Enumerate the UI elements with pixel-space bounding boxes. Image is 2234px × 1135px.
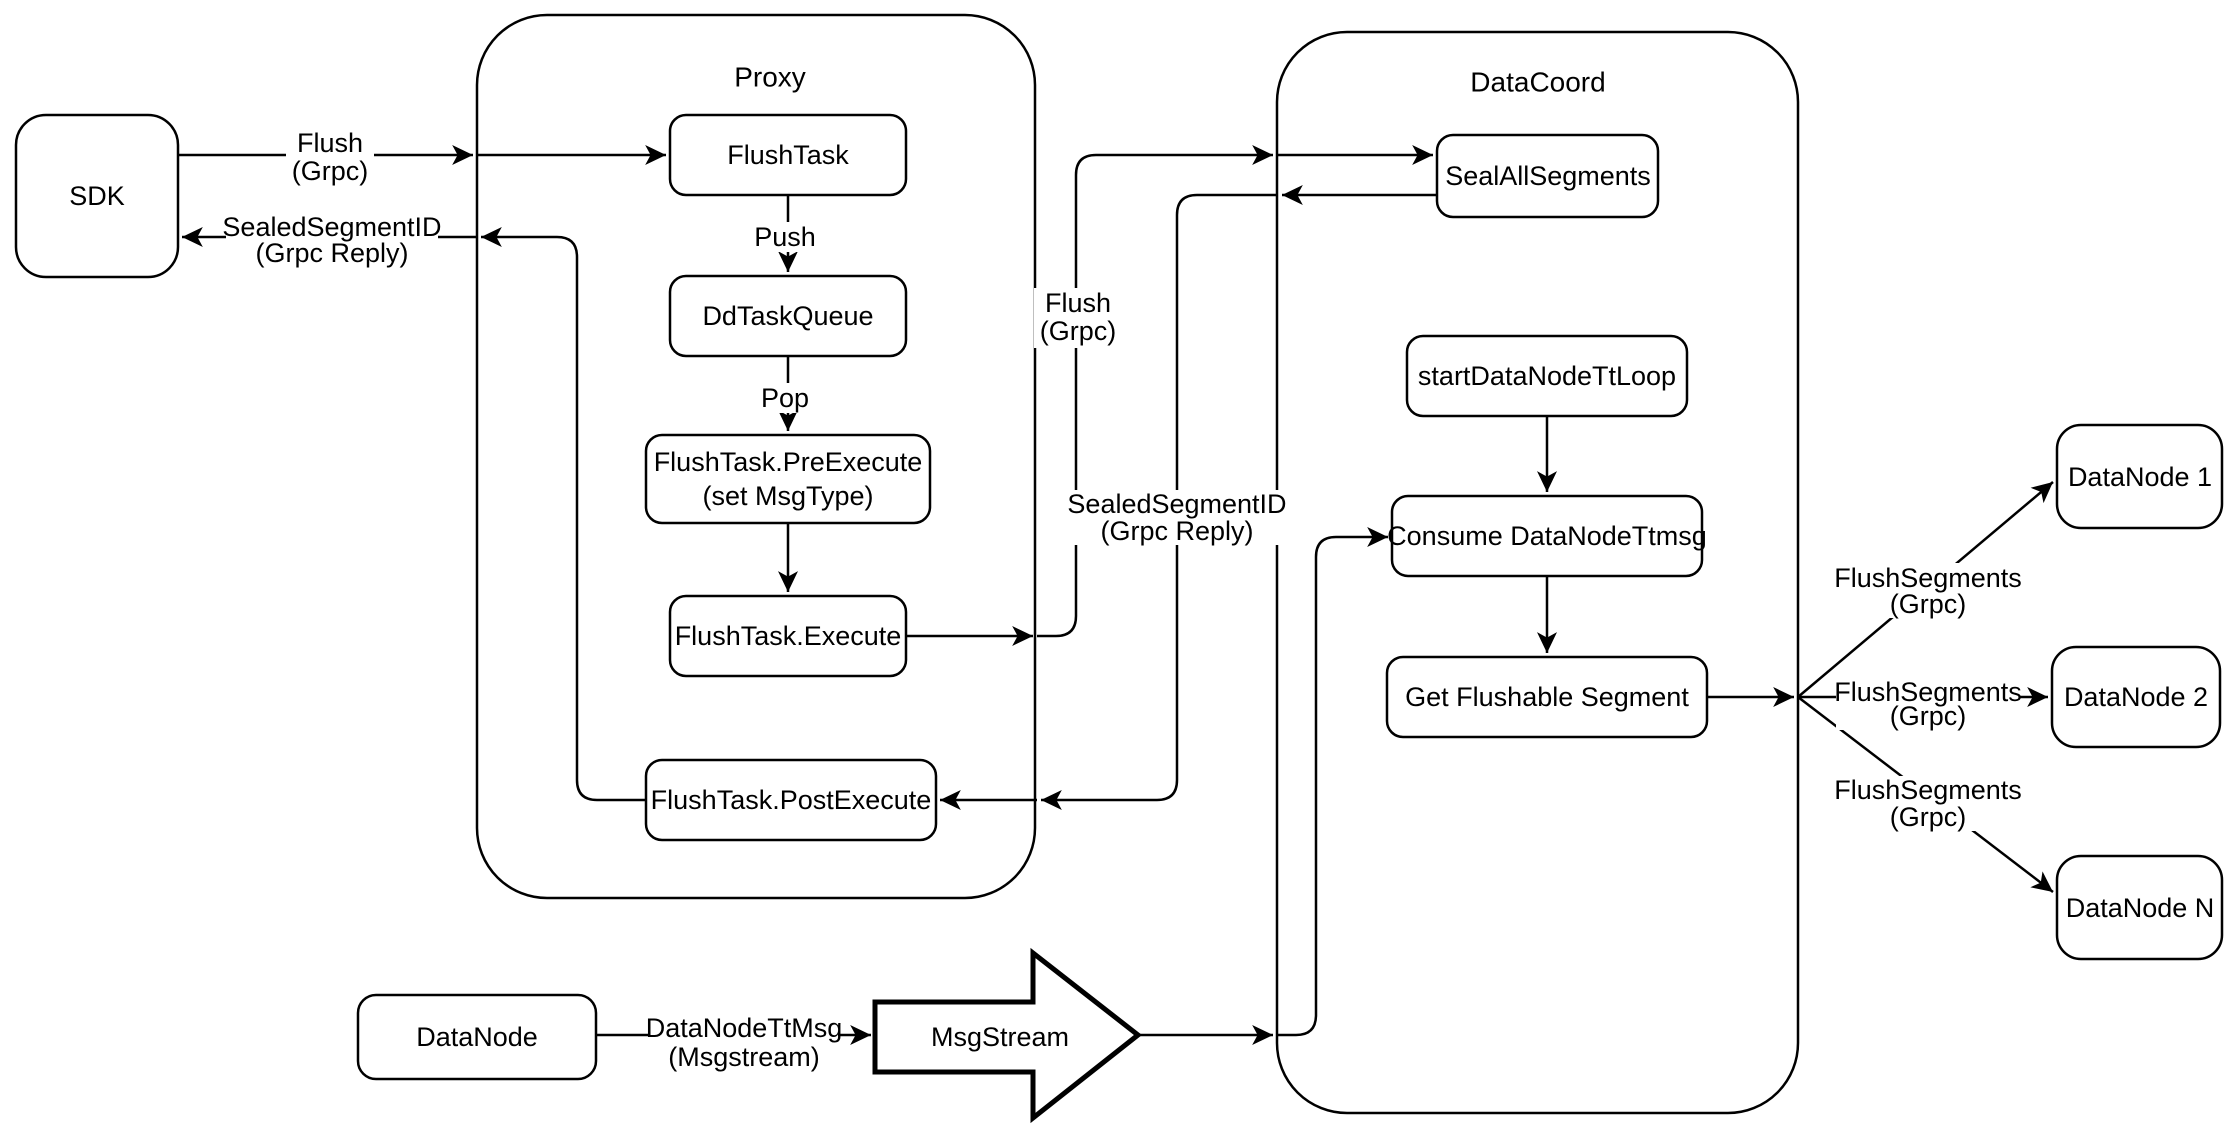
sealallsegments-box bbox=[1435, 133, 1660, 219]
sealed-mid-label-line1: SealedSegmentID bbox=[1067, 489, 1286, 519]
container-proxy: Proxy bbox=[475, 13, 1037, 900]
sealed-sdk-label-line1: SealedSegmentID bbox=[222, 212, 441, 242]
sdk-box bbox=[14, 113, 180, 279]
proxy-boundary bbox=[475, 13, 1037, 900]
sdk-label: SDK bbox=[69, 181, 125, 211]
node-datanode1: DataNode 1 bbox=[2055, 423, 2224, 530]
sealallsegments-label: SealAllSegments bbox=[1445, 161, 1651, 191]
datanoden-label: DataNode N bbox=[2066, 893, 2215, 923]
node-sealallsegments: SealAllSegments bbox=[1435, 133, 1660, 219]
flushsegments3-label-bg bbox=[1836, 776, 2020, 831]
startdatanodettloop-box bbox=[1405, 334, 1689, 418]
datanode1-box bbox=[2055, 423, 2224, 530]
edge-flush-up-to-datacoord-border bbox=[1037, 145, 1273, 638]
sealed-mid-label-line2: (Grpc Reply) bbox=[1100, 516, 1253, 546]
proxy-title: Proxy bbox=[734, 62, 806, 93]
flush-mid-label-bg bbox=[1034, 288, 1122, 348]
ttmsg-label-line1: DataNodeTtMsg bbox=[646, 1013, 843, 1043]
edge-labels: Flush (Grpc) SealedSegmentID (Grpc Reply… bbox=[222, 128, 2022, 1072]
execute-box bbox=[668, 594, 908, 678]
ddtaskqueue-label: DdTaskQueue bbox=[702, 301, 873, 331]
flushsegments1-label-line1: FlushSegments bbox=[1834, 563, 2022, 593]
push-label: Push bbox=[754, 222, 816, 252]
postexecute-label: FlushTask.PostExecute bbox=[651, 785, 932, 815]
ddtaskqueue-box bbox=[668, 274, 908, 358]
edge-postexecute-to-proxy-border bbox=[481, 227, 646, 802]
flushtask-label: FlushTask bbox=[727, 140, 849, 170]
pop-label: Pop bbox=[761, 383, 809, 413]
node-flushtask: FlushTask bbox=[668, 113, 908, 197]
node-startdatanodettloop: startDataNodeTtLoop bbox=[1405, 334, 1689, 418]
node-postexecute: FlushTask.PostExecute bbox=[644, 758, 938, 842]
preexecute-label-line1: FlushTask.PreExecute bbox=[654, 447, 923, 477]
node-datanoden: DataNode N bbox=[2055, 854, 2224, 961]
flushsegments1-label-bg bbox=[1836, 563, 2020, 618]
datacoord-boundary bbox=[1275, 30, 1800, 1115]
node-getflushablesegment: Get Flushable Segment bbox=[1385, 655, 1709, 739]
container-datacoord: DataCoord bbox=[1275, 30, 1800, 1115]
node-msgstream: MsgStream bbox=[872, 947, 1143, 1124]
flush-sdk-label-bg bbox=[286, 128, 374, 188]
push-label-bg bbox=[748, 222, 822, 252]
ttmsg-label-line2: (Msgstream) bbox=[668, 1042, 820, 1072]
flush-mid-label-line2: (Grpc) bbox=[1040, 316, 1117, 346]
datanode-source-label: DataNode bbox=[416, 1022, 538, 1052]
msgstream-block-arrow bbox=[872, 947, 1143, 1124]
edges bbox=[178, 145, 2054, 1045]
msgstream-label: MsgStream bbox=[931, 1022, 1069, 1052]
ttmsg-label-bg bbox=[650, 1013, 838, 1071]
flush-sdk-label-line2: (Grpc) bbox=[292, 156, 369, 186]
flush-sdk-label-line1: Flush bbox=[297, 128, 363, 158]
flushsegments2-label-bg bbox=[1836, 678, 2020, 730]
node-datanode-source: DataNode bbox=[356, 993, 598, 1081]
flushsegments3-label-line2: (Grpc) bbox=[1890, 802, 1967, 832]
sealed-mid-label-bg bbox=[1072, 490, 1282, 545]
node-preexecute: FlushTask.PreExecute (set MsgType) bbox=[644, 433, 932, 525]
preexecute-label-line2: (set MsgType) bbox=[702, 481, 873, 511]
consumedatanodettmsg-box bbox=[1390, 494, 1704, 578]
startdatanodettloop-label: startDataNodeTtLoop bbox=[1418, 361, 1676, 391]
node-execute: FlushTask.Execute bbox=[668, 594, 908, 678]
pop-label-bg bbox=[754, 383, 816, 413]
getflushablesegment-label: Get Flushable Segment bbox=[1405, 682, 1689, 712]
datacoord-title: DataCoord bbox=[1470, 67, 1605, 98]
flushtask-box bbox=[668, 113, 908, 197]
node-consumedatanodettmsg: Consume DataNodeTtmsg bbox=[1387, 494, 1707, 578]
flushsegments2-label-line1: FlushSegments bbox=[1834, 677, 2022, 707]
preexecute-box bbox=[644, 433, 932, 525]
node-datanode2: DataNode 2 bbox=[2050, 645, 2222, 749]
datanode1-label: DataNode 1 bbox=[2068, 462, 2212, 492]
edge-border-up-to-consume bbox=[1277, 527, 1388, 1037]
flushsegments2-label-line2: (Grpc) bbox=[1890, 701, 1967, 731]
datanoden-box bbox=[2055, 854, 2224, 961]
node-sdk: SDK bbox=[14, 113, 180, 279]
flush-mid-label-line1: Flush bbox=[1045, 288, 1111, 318]
datanode2-label: DataNode 2 bbox=[2064, 682, 2208, 712]
consumedatanodettmsg-label: Consume DataNodeTtmsg bbox=[1387, 521, 1707, 551]
sealed-sdk-label-line2: (Grpc Reply) bbox=[255, 238, 408, 268]
postexecute-box bbox=[644, 758, 938, 842]
node-ddtaskqueue: DdTaskQueue bbox=[668, 274, 908, 358]
getflushablesegment-box bbox=[1385, 655, 1709, 739]
datanode-source-box bbox=[356, 993, 598, 1081]
sealed-sdk-label-bg bbox=[226, 213, 438, 267]
datanode2-box bbox=[2050, 645, 2222, 749]
flushsegments1-label-line2: (Grpc) bbox=[1890, 589, 1967, 619]
execute-label: FlushTask.Execute bbox=[675, 621, 902, 651]
flushsegments3-label-line1: FlushSegments bbox=[1834, 775, 2022, 805]
